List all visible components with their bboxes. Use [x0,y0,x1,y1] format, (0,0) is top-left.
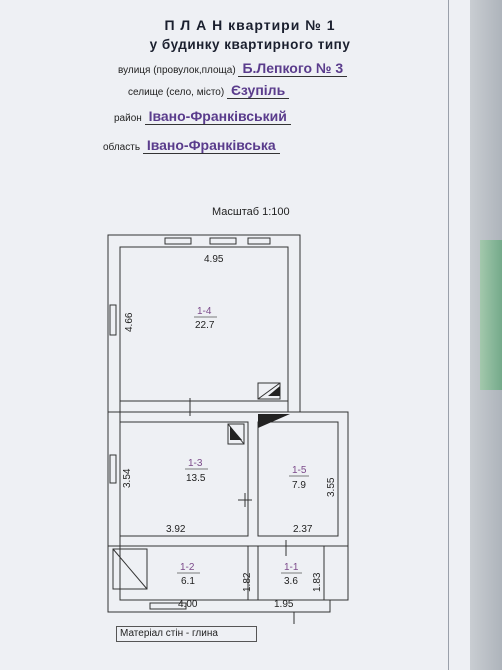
district-field: район Івано-Франківський [114,108,291,125]
floor-plan: 1-4 22.7 1-3 13.5 1-5 7.9 1-2 6.1 1-1 3.… [107,234,349,624]
dim-mid-width: 3.92 [166,524,186,535]
room-1-3-id: 1-3 [188,458,203,469]
document-sheet [0,0,470,670]
window [209,237,237,245]
room-outline [119,421,249,537]
room-1-5-area: 7.9 [292,480,306,491]
district-label: район [114,113,142,124]
settlement-field: селище (село, місто) Єзупіль [128,82,290,99]
stove-fill [268,386,280,396]
room-1-4-id: 1-4 [197,306,212,317]
district-value: Івано-Франківський [144,108,291,125]
room-outline [257,421,339,537]
margin-line [448,0,449,670]
dim-left-height-mid: 3.54 [122,468,133,488]
window [164,237,192,245]
region-value: Івано-Франківська [142,137,280,154]
dim-bottom-right-height: 1.83 [312,572,323,592]
room-1-5-id: 1-5 [292,465,307,476]
settlement-value: Єзупіль [226,82,290,99]
room-1-2-id: 1-2 [180,562,195,573]
room-1-4-area: 22.7 [195,320,215,331]
dim-small-width: 2.37 [293,524,313,535]
street-field: вулиця (провулок,площа) Б.Лепкого № 3 [118,60,348,77]
plan-title: П Л А Н квартири № 1 [164,17,336,33]
street-value: Б.Лепкого № 3 [238,60,348,77]
stove-fill [230,426,242,440]
room-outline [257,545,325,601]
dim-left-height-top: 4.66 [124,312,135,332]
room-1-2-area: 6.1 [181,576,195,587]
dim-right-height-mid: 3.55 [326,477,337,497]
bath-fixture [112,548,148,590]
door-swing [258,414,290,428]
dim-bottom-right-width: 1.95 [274,599,294,610]
region-field: область Івано-Франківська [103,137,280,154]
dim-top-width: 4.95 [204,254,224,265]
settlement-label: селище (село, місто) [128,87,225,98]
window [109,454,117,484]
scale-label: Масштаб 1:100 [212,206,290,218]
wall-material-note: Матеріал стін - глина [116,626,257,642]
dim-bottom-left-width: 4.00 [178,599,198,610]
window [109,304,117,336]
stove-symbol [227,423,245,445]
room-1-1-id: 1-1 [284,562,299,573]
background-object [480,240,502,390]
window [149,602,187,610]
region-label: область [103,142,141,153]
street-label: вулиця (провулок,площа) [118,65,236,76]
dim-bottom-room-height: 1.82 [242,572,253,592]
bath-diagonal [112,548,148,590]
room-1-1-area: 3.6 [284,576,298,587]
room-1-3-area: 13.5 [186,473,206,484]
room-outline [119,545,249,601]
stove-diagonal [257,382,281,400]
outer-wall [107,234,349,613]
window [247,237,271,245]
plan-subtitle: у будинку квартирного типу [149,37,351,52]
